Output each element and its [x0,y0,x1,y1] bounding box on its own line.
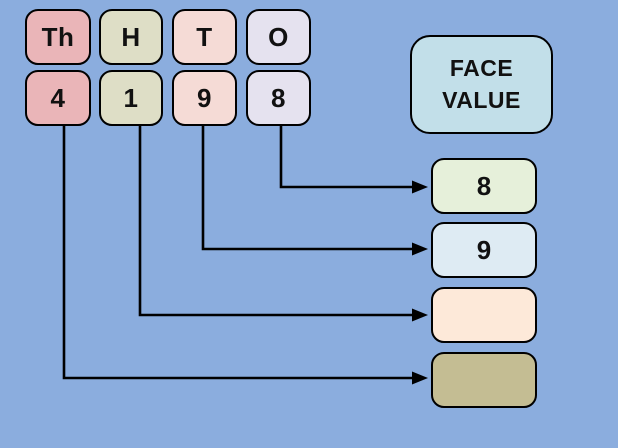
digit-box-tens: 9 [172,70,237,126]
column-header-tens: T [172,9,237,65]
arrowhead-hundreds-icon [412,308,428,322]
answer-box-tens: 9 [431,222,537,278]
arrowhead-tens-icon [412,242,428,256]
answer-box-ones: 8 [431,158,537,214]
connector-hundreds-arrow [138,126,414,317]
arrowhead-thousands-icon [412,371,428,385]
column-header-hundreds: H [99,9,163,65]
column-header-ones: O [246,9,311,65]
answer-box-hundreds-empty[interactable] [431,287,537,343]
face-value-title-box: FACE VALUE [410,35,553,134]
arrowhead-ones-icon [412,180,428,194]
digit-box-ones: 8 [246,70,311,126]
face-value-title-line1: FACE [449,55,514,82]
connector-ones-arrow [279,126,414,189]
connector-tens-arrow [201,126,414,251]
column-header-thousands: Th [25,9,91,65]
answer-box-thousands-empty[interactable] [431,352,537,408]
face-value-title-line2: VALUE [442,86,521,113]
digit-box-thousands: 4 [25,70,91,126]
connector-thousands-arrow [62,126,414,380]
digit-box-hundreds: 1 [99,70,163,126]
